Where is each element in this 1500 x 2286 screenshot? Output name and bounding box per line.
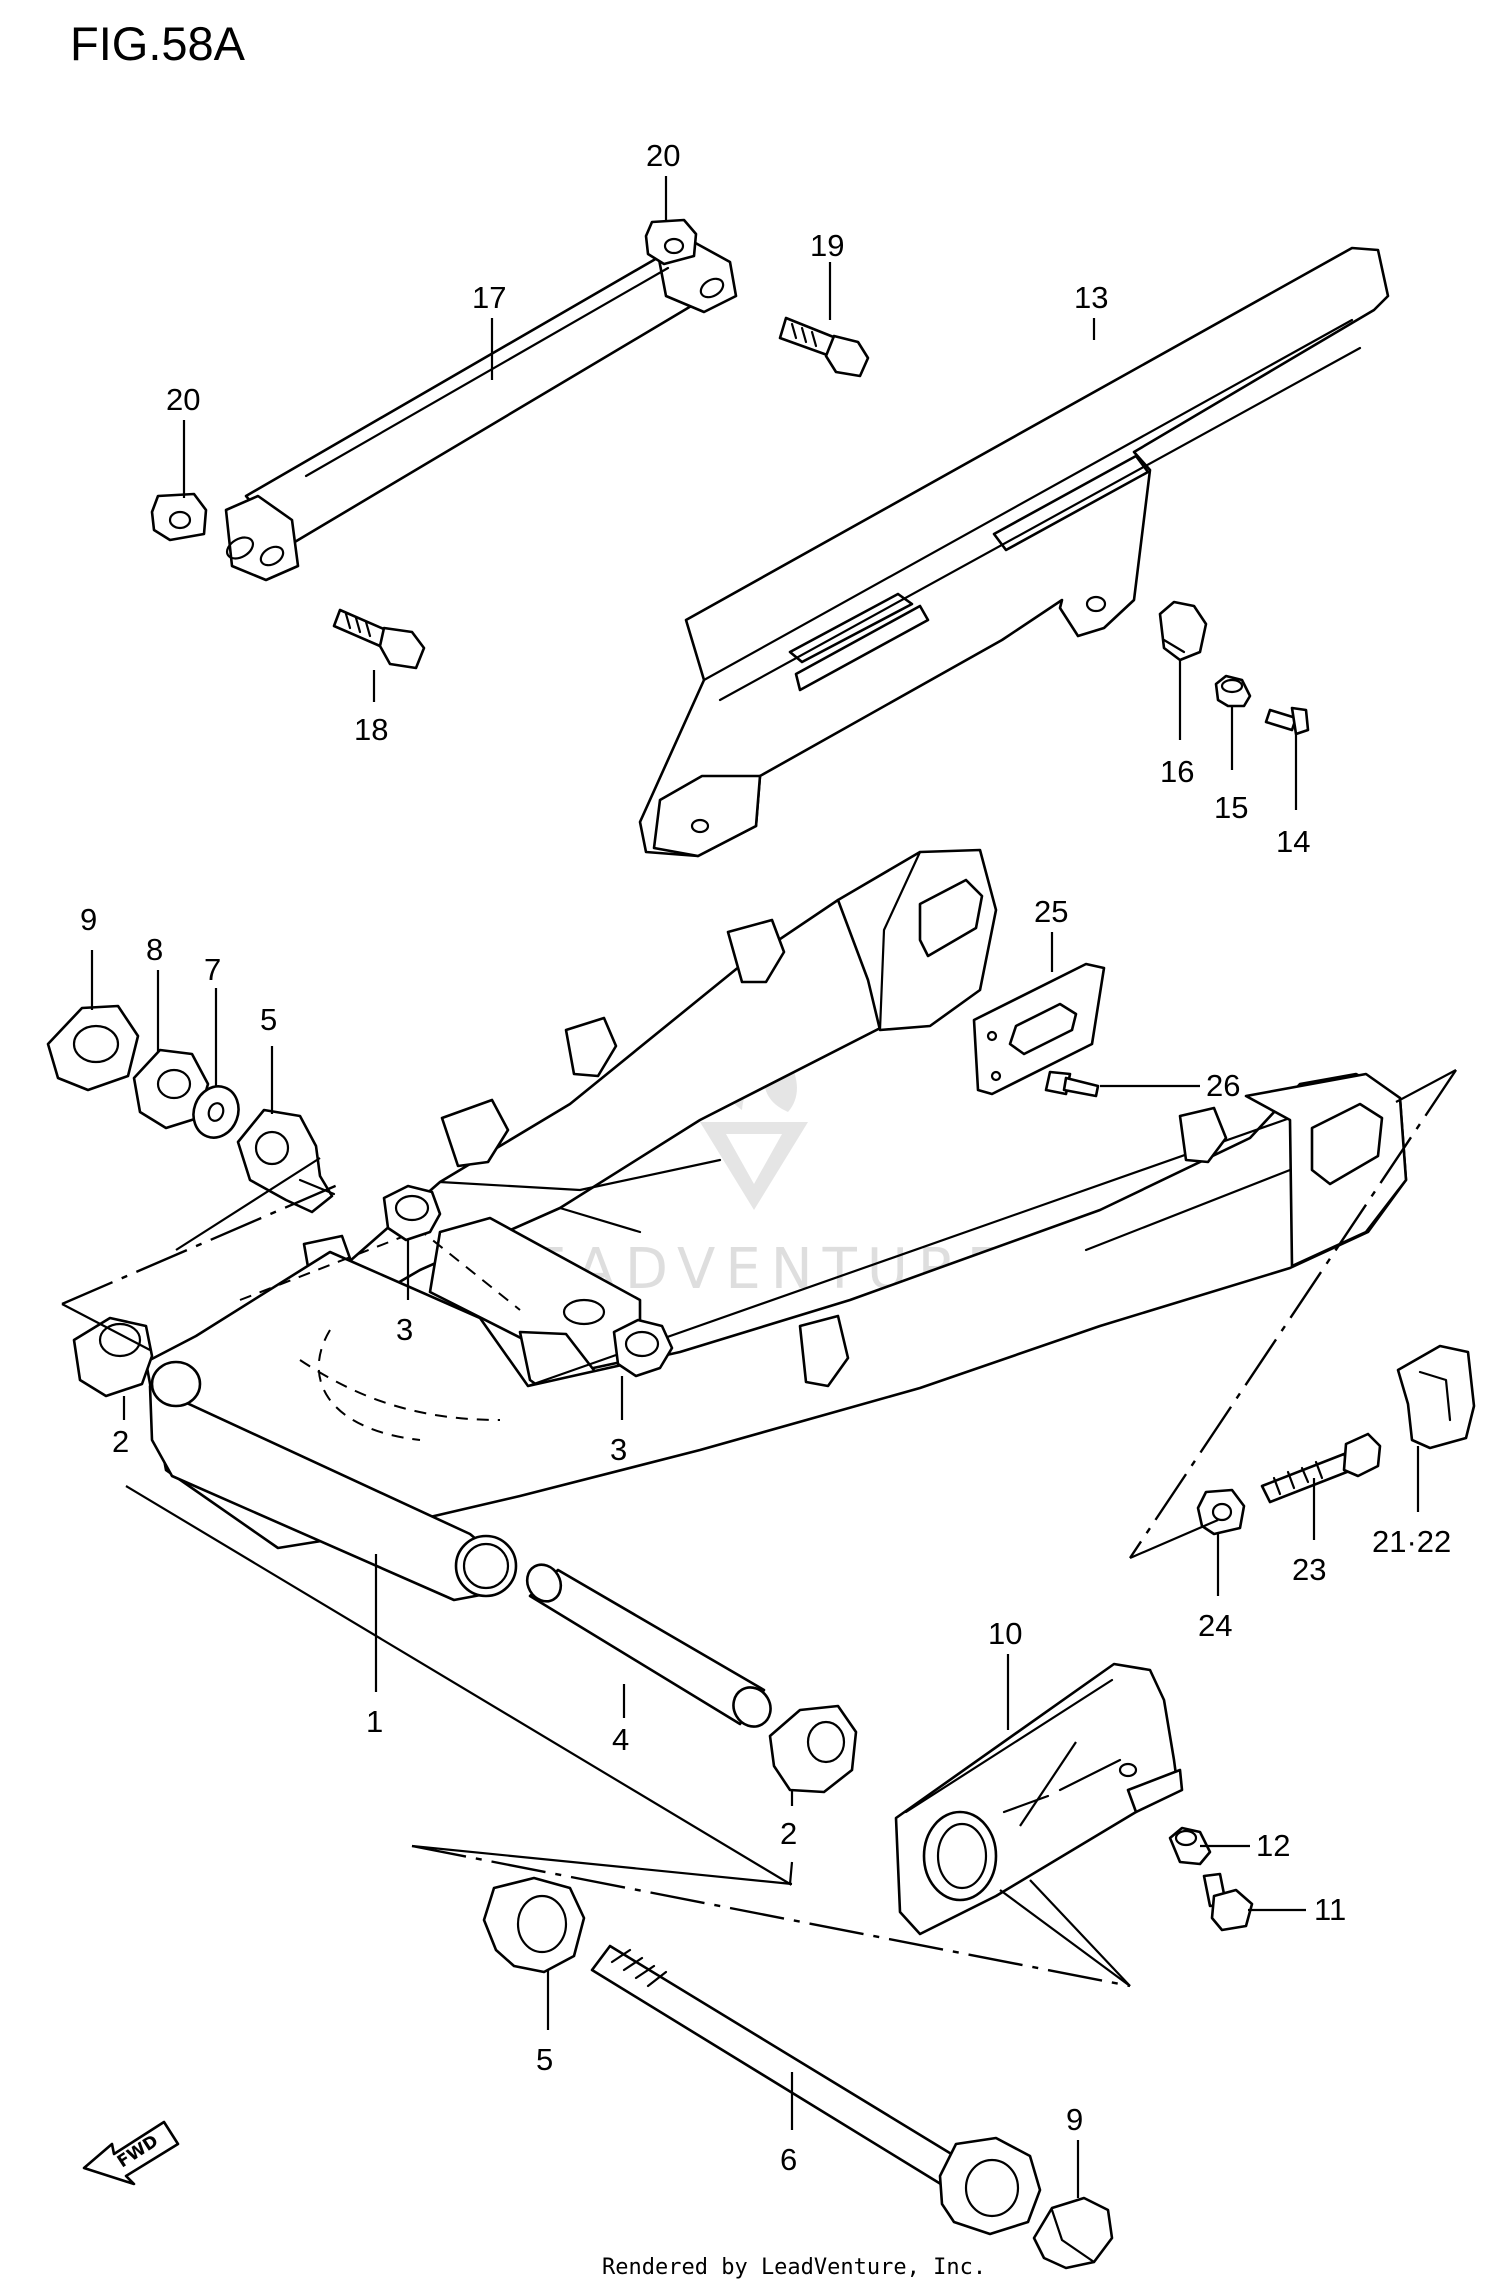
callout-23: 23 [1292, 1552, 1326, 1587]
callout-6: 6 [780, 2142, 797, 2177]
callout-1: 1 [366, 1704, 383, 1739]
part-7-washer [192, 1085, 240, 1139]
part-3-bushing-a [382, 1184, 442, 1242]
figure-title: FIG.58A [70, 17, 246, 70]
part-9-cap-lower [1032, 2196, 1114, 2270]
callout-26: 26 [1206, 1068, 1240, 1103]
part-2-bearing-right [768, 1704, 858, 1794]
callout-leaders [90, 176, 1420, 2198]
part-25-plate [972, 962, 1106, 1096]
callout-2: 2 [112, 1424, 129, 1459]
part-13-chain-guard [638, 246, 1390, 858]
part-20-nut-left [150, 492, 208, 542]
callout-9: 9 [80, 902, 97, 937]
callout-19: 19 [810, 228, 844, 263]
callout-13: 13 [1074, 280, 1108, 315]
callout-7: 7 [204, 952, 221, 987]
part-5-collar-upper [236, 1108, 336, 1214]
callout-15: 15 [1214, 790, 1248, 825]
callout-20: 20 [646, 138, 680, 173]
callout-5: 5 [536, 2042, 553, 2077]
assembly-lines [61, 1069, 1457, 1987]
centerlines [61, 1069, 1457, 1988]
callout-8: 8 [146, 932, 163, 967]
callout-3: 3 [396, 1312, 413, 1347]
part-19-bolt [778, 316, 870, 378]
part-26-screw [1044, 1070, 1100, 1098]
callout-2: 2 [780, 1816, 797, 1851]
callout-9: 9 [1066, 2102, 1083, 2137]
callout-11: 11 [1314, 1892, 1346, 1927]
part-23-bolt [1260, 1432, 1382, 1504]
callout-14: 14 [1276, 824, 1310, 859]
part-4-pivot-sleeve [525, 1563, 772, 1728]
part-11-bolt [1202, 1872, 1254, 1932]
callout-24: 24 [1198, 1608, 1232, 1643]
part-1-swingarm [144, 848, 1408, 1602]
callout-20: 20 [166, 382, 200, 417]
callout-labels: 20 19 17 13 20 18 16 15 14 9 8 7 5 25 26… [80, 138, 1451, 2177]
callout-17: 17 [472, 280, 506, 315]
callout-25: 25 [1034, 894, 1068, 929]
part-5-collar-lower [482, 1876, 586, 1974]
part-3-bushing-b [612, 1318, 674, 1378]
callout-4: 4 [612, 1722, 629, 1757]
footer-credit: Rendered by LeadVenture, Inc. [602, 2255, 986, 2280]
part-18-bolt [332, 608, 426, 670]
part-16-grommet [1158, 600, 1208, 662]
part-20-nut-upper [644, 218, 698, 266]
callout-21-22: 21·22 [1372, 1524, 1451, 1559]
fwd-arrow-icon: FWD [82, 2120, 180, 2186]
callout-12: 12 [1256, 1828, 1290, 1863]
callout-18: 18 [354, 712, 388, 747]
part-9-cap-upper [46, 1004, 140, 1092]
part-24-nut [1196, 1488, 1246, 1536]
callout-5: 5 [260, 1002, 277, 1037]
callout-16: 16 [1160, 754, 1194, 789]
part-14-screw [1264, 706, 1310, 736]
part-21-22-adjuster-block [1396, 1344, 1476, 1450]
part-12-collar [1168, 1826, 1212, 1866]
part-15-collar [1214, 674, 1252, 708]
callout-10: 10 [988, 1616, 1022, 1651]
callout-3: 3 [610, 1432, 627, 1467]
part-2-bearing-left [72, 1316, 154, 1398]
part-6-pivot-shaft [590, 1944, 1042, 2236]
